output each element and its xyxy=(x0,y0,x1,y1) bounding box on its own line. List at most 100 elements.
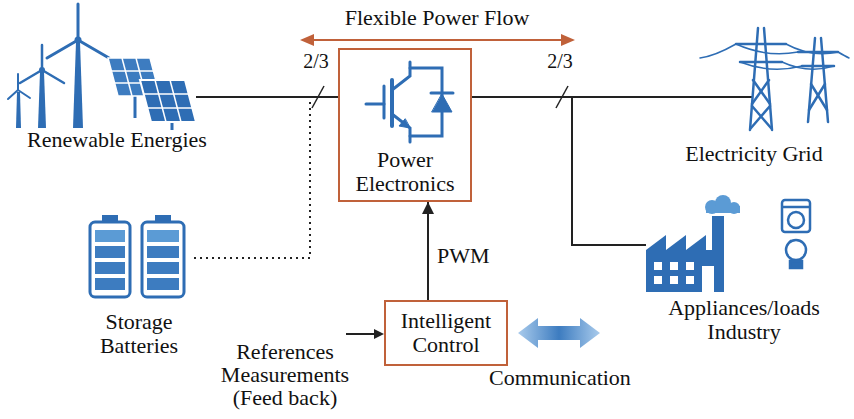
igbt-symbol-part xyxy=(392,114,410,142)
appliance-icon-part xyxy=(786,240,791,252)
wind-turbine-part xyxy=(17,74,19,90)
factory-icon-part xyxy=(646,216,724,292)
igbt-symbol-part xyxy=(383,86,386,118)
wind-turbine-part xyxy=(73,42,83,128)
battery-icon-part xyxy=(147,246,179,258)
power-pylon-part xyxy=(809,84,825,110)
communication-arrow-part xyxy=(518,318,600,348)
power-pylon-part xyxy=(700,44,736,58)
igbt-symbol-part xyxy=(432,94,452,112)
battery-icon-part xyxy=(95,230,125,242)
input-note: References Measurements (Feed back) xyxy=(215,340,355,409)
signal-arrow xyxy=(427,202,429,300)
wind-turbine-part xyxy=(75,37,82,44)
input-arrow xyxy=(346,329,384,339)
wire-stub xyxy=(196,97,752,245)
node-text: Intelligent Control xyxy=(392,309,500,357)
wire-stub-part xyxy=(660,96,752,98)
power-pylon-part xyxy=(752,80,769,104)
factory-icon-part xyxy=(702,266,714,292)
battery-icon-part xyxy=(95,262,125,274)
power-pylon-part xyxy=(740,61,782,64)
node-text: Renewable Energies xyxy=(14,128,220,152)
igbt-symbol-part xyxy=(390,80,394,126)
power-flow-arrow-part xyxy=(561,34,575,46)
solar-panel-part xyxy=(134,96,137,118)
node-text: Power Electronics xyxy=(346,148,464,196)
wind-turbine-part xyxy=(41,45,44,70)
phase-count: 2/3 xyxy=(540,50,580,73)
battery-icon-part xyxy=(95,278,125,290)
power-flow-arrow-part xyxy=(312,39,563,41)
flow-title: Flexible Power Flow xyxy=(287,6,587,29)
power-pylon-part xyxy=(752,106,771,128)
wind-turbine-part xyxy=(78,40,109,58)
battery-icon-part xyxy=(147,262,179,274)
grid-symbol: Electricity Grid xyxy=(660,10,848,168)
solar-panel-part xyxy=(111,70,153,72)
power-pylon-part xyxy=(736,43,786,46)
appliance-icon-part xyxy=(782,206,810,209)
power-line xyxy=(194,97,338,258)
appliance-icon-part xyxy=(782,200,810,232)
renewable-source: Renewable Energies xyxy=(8,4,226,154)
power-line xyxy=(472,97,640,245)
factory-icon-part xyxy=(686,262,694,270)
power-pylon xyxy=(700,28,849,130)
power-flow-arrow-part xyxy=(300,34,314,46)
battery-icon-part xyxy=(142,222,184,297)
solar-panel-part xyxy=(144,93,189,95)
node-text: Storage Batteries xyxy=(90,310,188,358)
wind-turbine-part xyxy=(20,70,42,83)
solar-panel xyxy=(108,58,196,130)
power-pylon-part xyxy=(838,52,849,58)
power-pylon-part xyxy=(811,84,827,110)
wind-turbine-part xyxy=(16,92,21,128)
power-pylon-part xyxy=(751,106,770,128)
wire-stub-part xyxy=(196,96,226,98)
solar-panel-part xyxy=(140,80,196,122)
appliance-icon-part xyxy=(786,240,806,260)
factory-icon-part xyxy=(654,262,662,270)
battery-icon-part xyxy=(147,278,179,290)
igbt-symbol-part xyxy=(399,119,410,128)
appliance-icon-part xyxy=(788,212,804,228)
solar-panel-part xyxy=(122,58,132,96)
input-arrow-part xyxy=(374,329,384,339)
igbt-symbol-part xyxy=(392,62,410,90)
battery-icon-part xyxy=(95,246,125,258)
converter-box: Power Electronics xyxy=(338,48,472,202)
igbt-symbol-part xyxy=(366,103,384,106)
node-text: Appliances/loads Industry xyxy=(646,296,842,344)
power-flow-arrow xyxy=(300,34,575,46)
battery-icon xyxy=(90,215,184,297)
power-pylon-part xyxy=(753,80,770,104)
wind-turbine-part xyxy=(18,90,30,98)
factory-icon-part xyxy=(706,206,740,213)
wind-turbine-part xyxy=(8,90,18,99)
wind-turbine-part xyxy=(38,72,46,128)
control-box: Intelligent Control xyxy=(384,300,508,366)
factory-icon xyxy=(646,195,740,292)
igbt-symbol xyxy=(366,62,453,142)
battery-icon-part xyxy=(147,230,179,242)
factory-icon-part xyxy=(670,276,678,284)
edge-label: PWM xyxy=(437,244,490,267)
solar-panel-part xyxy=(155,80,166,122)
solar-panel-part xyxy=(147,107,192,109)
load-group: Appliances/loads Industry xyxy=(640,195,848,346)
solar-panel-part xyxy=(170,80,181,122)
wind-turbine-part xyxy=(47,40,78,58)
wind-turbine-part xyxy=(77,4,80,40)
battery-storage: Storage Batteries xyxy=(84,210,194,360)
node-text: Electricity Grid xyxy=(666,142,842,166)
phase-count: 2/3 xyxy=(296,50,336,73)
igbt-symbol-part xyxy=(431,92,453,95)
wind-turbine-part xyxy=(39,67,45,73)
wind-turbine-part xyxy=(42,70,64,83)
factory-icon-part xyxy=(670,262,678,270)
battery-icon-part xyxy=(90,222,130,297)
communication-label: Communication xyxy=(480,366,640,389)
appliance-icon xyxy=(782,200,810,268)
